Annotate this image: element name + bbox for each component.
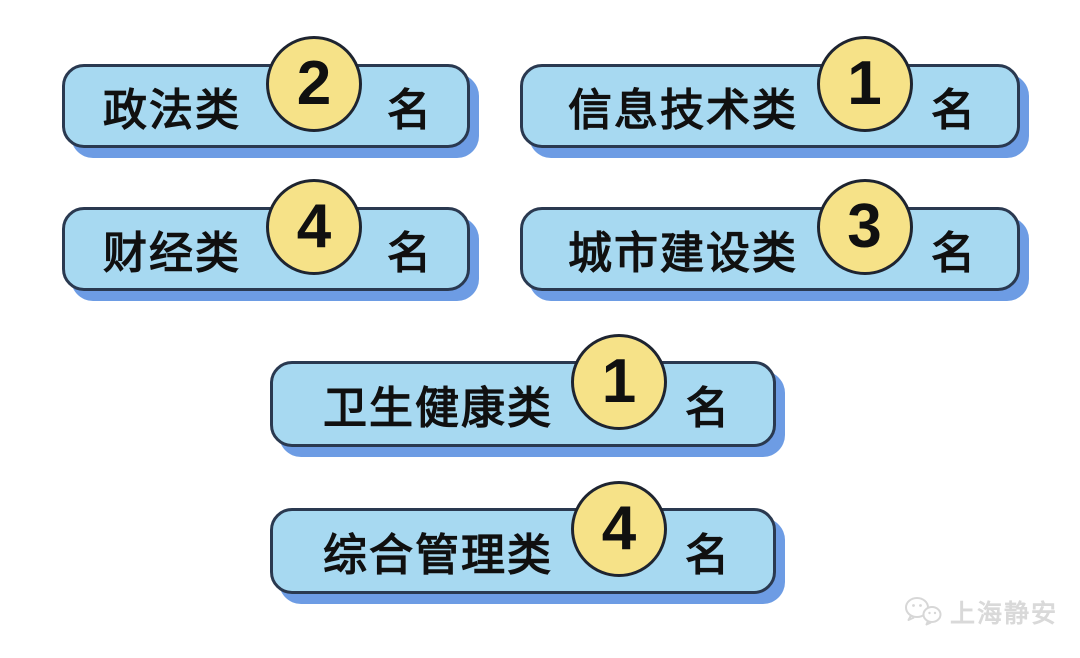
unit-label: 名 (931, 86, 975, 135)
unit-label: 名 (387, 229, 431, 278)
pill-general-management: 综合管理类 4 名 (270, 481, 776, 594)
category-label: 财经类 (103, 229, 241, 278)
count-badge: 3 (816, 179, 913, 275)
count-value: 4 (601, 494, 637, 563)
count-badge: 1 (571, 334, 667, 430)
category-label: 综合管理类 (323, 531, 553, 580)
pill-politics-law: 政法类 2 名 (62, 36, 470, 148)
pill-information-technology: 信息技术类 1 名 (520, 36, 1020, 148)
pill-health: 卫生健康类 1 名 (270, 334, 776, 447)
unit-label: 名 (931, 229, 975, 278)
wechat-icon (903, 596, 943, 628)
watermark: 上海静安 (903, 594, 1058, 630)
count-badge: 2 (266, 36, 362, 132)
count-value: 3 (847, 192, 882, 261)
count-badge: 4 (266, 179, 362, 275)
pill-finance-economics: 财经类 4 名 (62, 179, 470, 291)
unit-label: 名 (685, 384, 729, 433)
count-value: 1 (601, 347, 637, 416)
count-badge: 1 (816, 36, 913, 132)
count-badge: 4 (571, 481, 667, 577)
category-label: 城市建设类 (568, 229, 798, 278)
pill-urban-construction: 城市建设类 3 名 (520, 179, 1020, 291)
count-value: 2 (296, 49, 332, 118)
count-value: 1 (847, 49, 882, 118)
category-label: 政法类 (103, 86, 241, 135)
count-value: 4 (296, 192, 332, 261)
watermark-text: 上海静安 (949, 600, 1058, 628)
unit-label: 名 (685, 531, 729, 580)
category-label: 卫生健康类 (323, 384, 553, 433)
unit-label: 名 (387, 86, 431, 135)
category-label: 信息技术类 (568, 86, 798, 135)
